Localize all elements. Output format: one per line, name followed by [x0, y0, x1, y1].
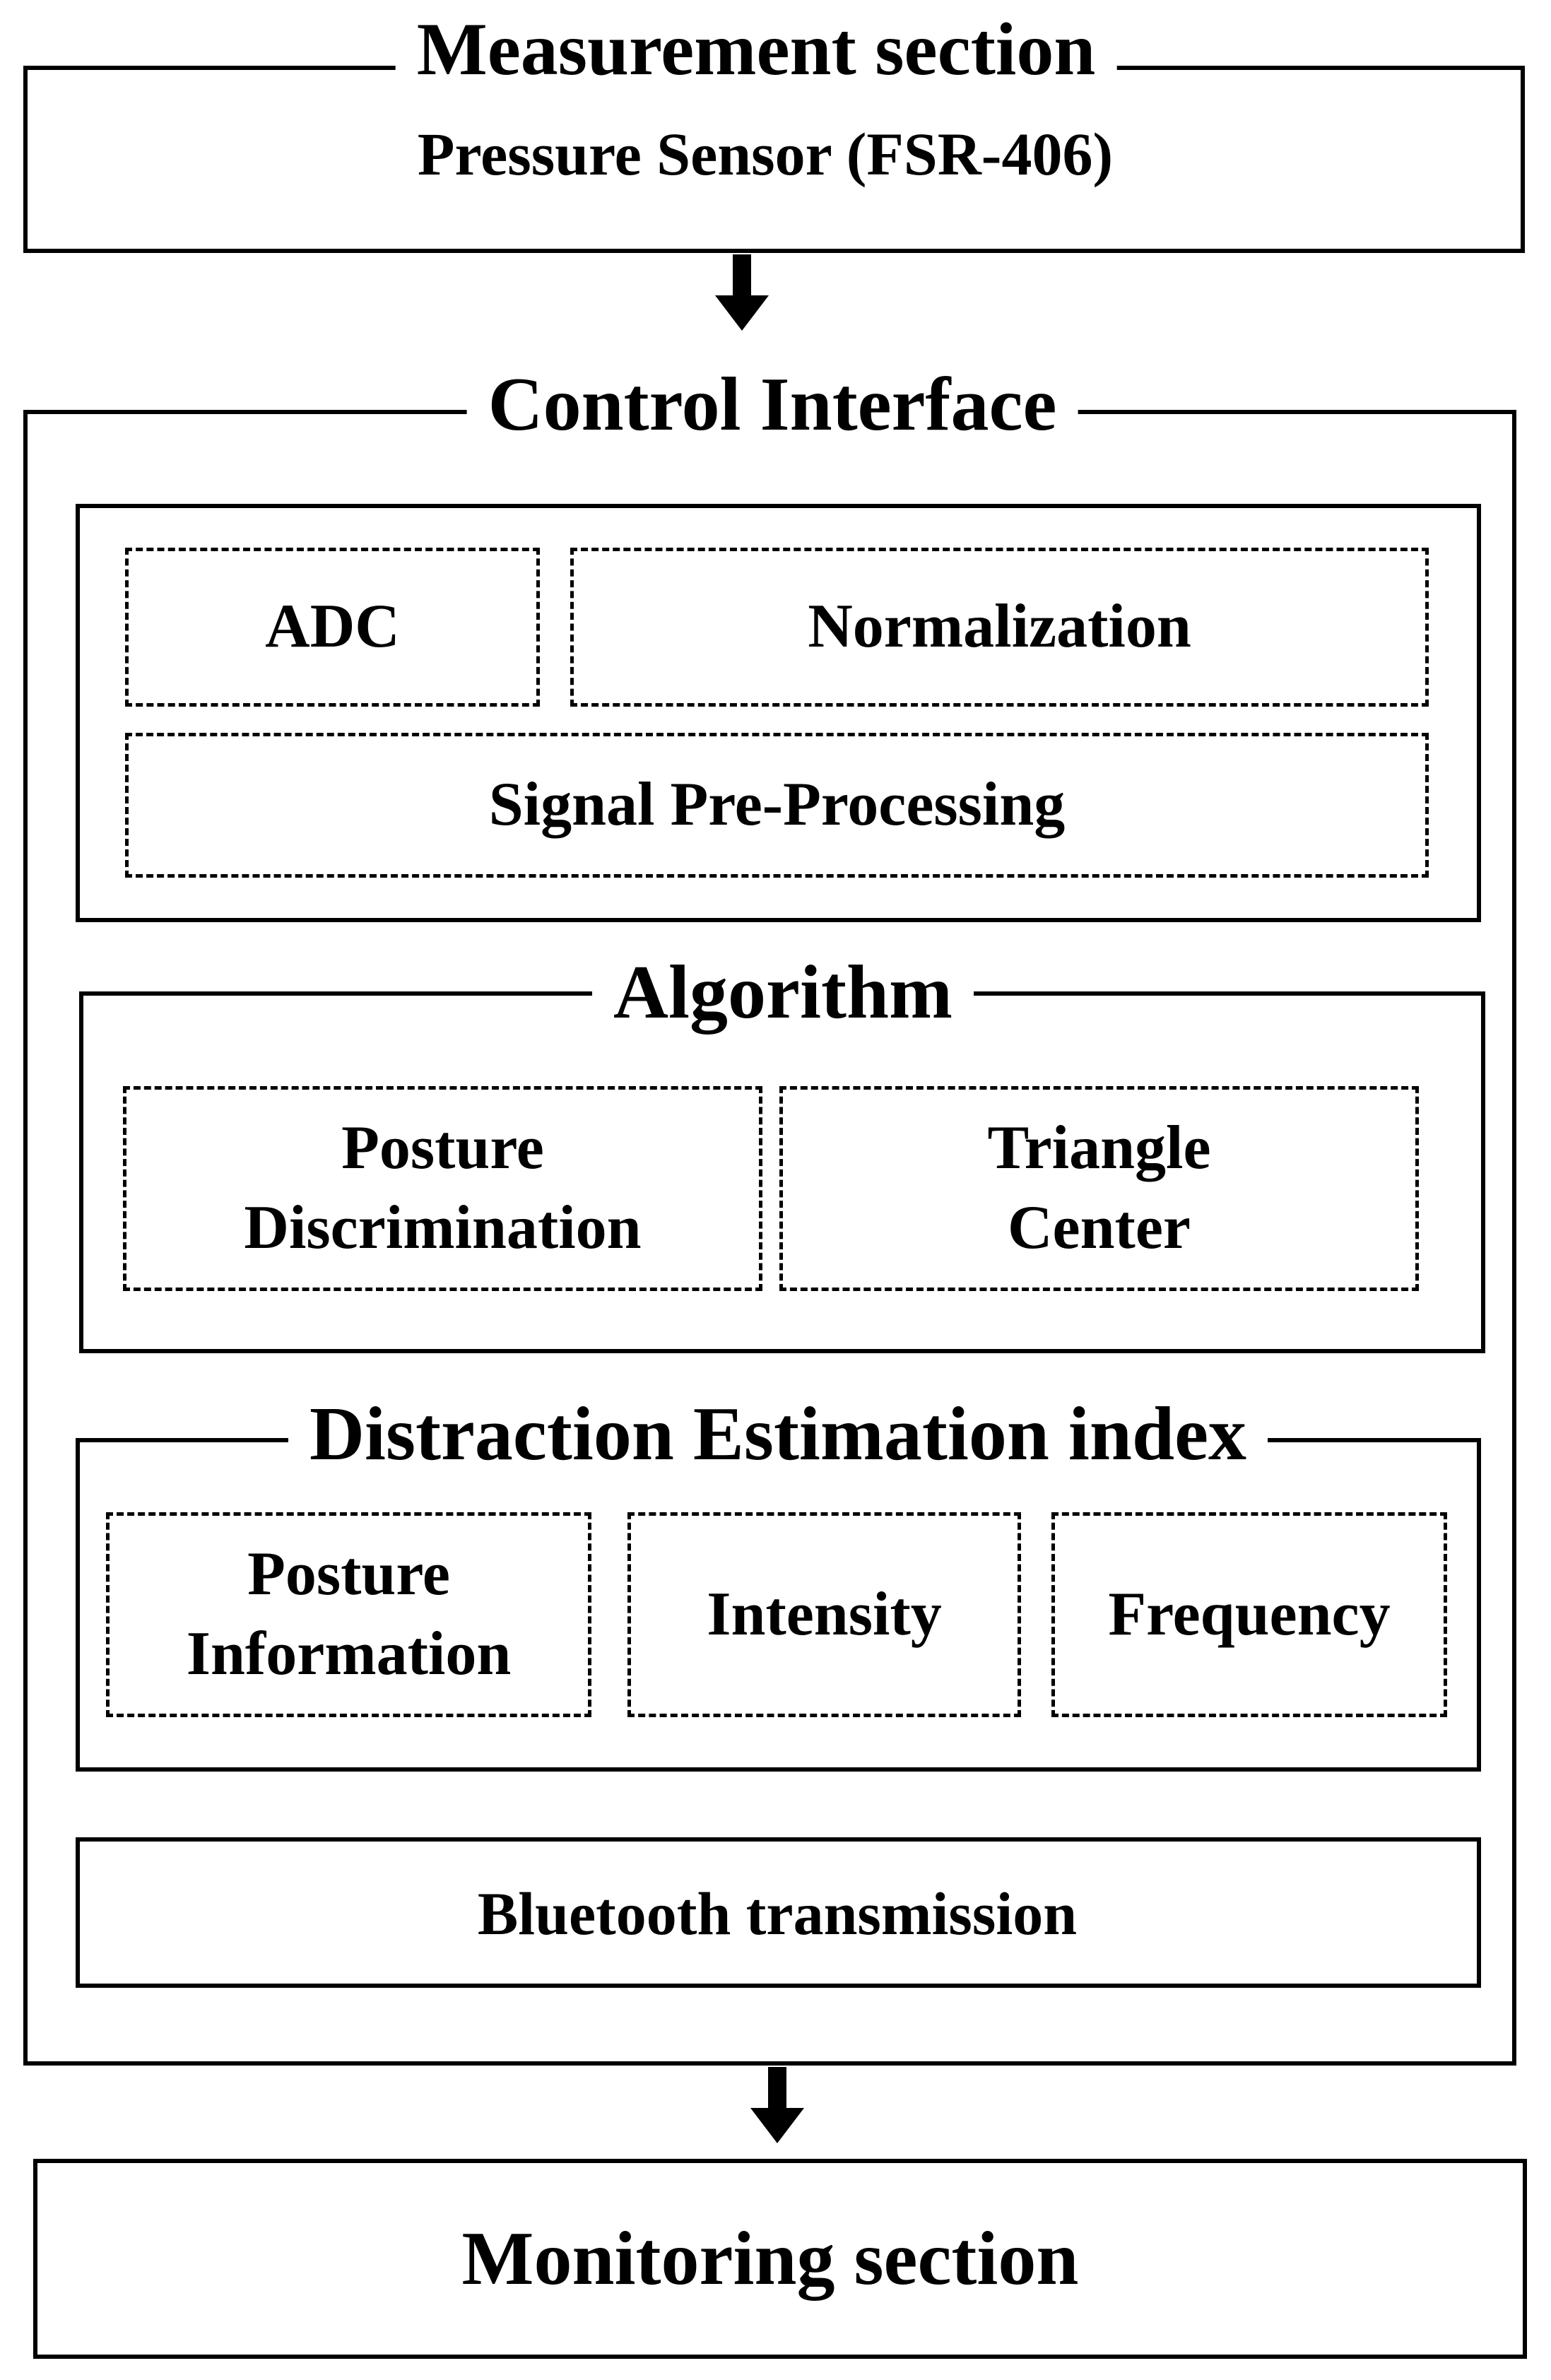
posture-information-line1: Posture: [247, 1540, 450, 1609]
intensity-block: Intensity: [627, 1512, 1021, 1717]
bluetooth-transmission-block: [76, 1837, 1481, 1988]
posture-information-line2: Information: [186, 1620, 512, 1688]
posture-discrimination-block: Posture Discrimination: [123, 1086, 762, 1291]
monitoring-section-title: Monitoring section: [461, 2217, 1079, 2301]
triangle-center-block: Triangle Center: [779, 1086, 1419, 1291]
algorithm-title: Algorithm: [592, 955, 974, 1031]
bluetooth-transmission-label: Bluetooth transmission: [477, 1880, 1078, 1948]
adc-block: ADC: [125, 548, 540, 707]
monitoring-section-box: [33, 2159, 1527, 2359]
measurement-section-title: Measurement section: [395, 12, 1117, 87]
posture-discrimination-line2: Discrimination: [244, 1194, 642, 1262]
triangle-center-line1: Triangle: [987, 1114, 1211, 1183]
posture-discrimination-line1: Posture: [341, 1114, 544, 1183]
distraction-estimation-title: Distraction Estimation index: [288, 1396, 1268, 1473]
frequency-block: Frequency: [1051, 1512, 1447, 1717]
normalization-block: Normalization: [570, 548, 1429, 707]
posture-information-block: Posture Information: [106, 1512, 591, 1717]
pressure-sensor-label: Pressure Sensor (FSR-406): [417, 120, 1114, 188]
signal-preprocessing-block: Signal Pre-Processing: [125, 733, 1429, 878]
control-interface-title: Control Interface: [466, 367, 1078, 443]
triangle-center-line2: Center: [1008, 1194, 1191, 1262]
